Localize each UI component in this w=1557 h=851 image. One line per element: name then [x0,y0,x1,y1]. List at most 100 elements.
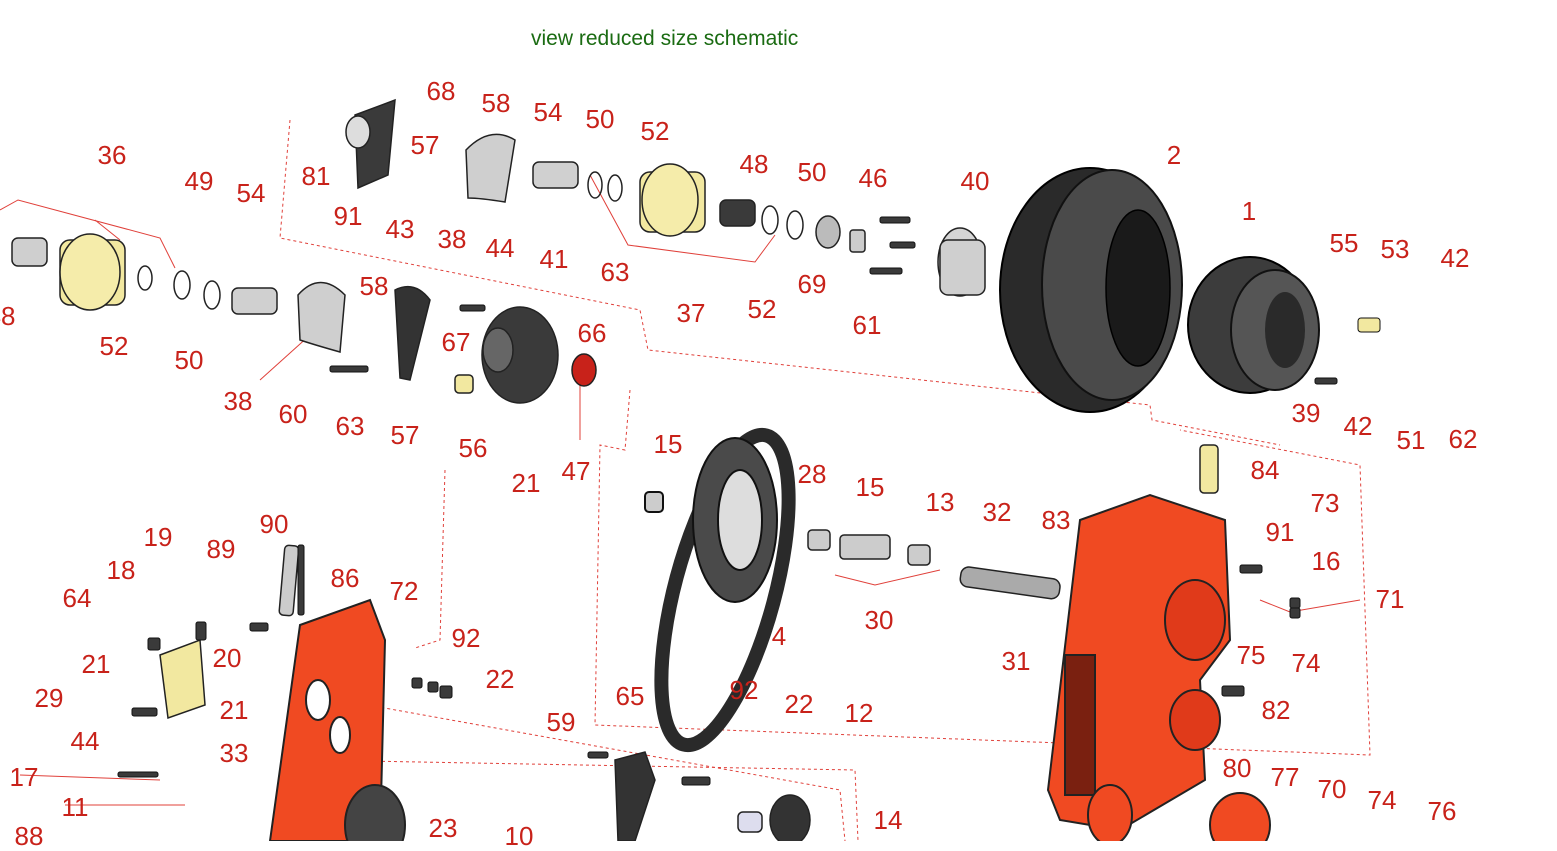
callout-number[interactable]: 52 [99,331,129,361]
callout-number[interactable]: 73 [1310,488,1340,518]
callout-number[interactable]: 54 [533,97,563,127]
callout-number[interactable]: 90 [259,509,289,539]
callout-number[interactable]: 44 [485,233,515,263]
callout-number[interactable]: 64 [62,583,92,613]
callout-number[interactable]: 61 [852,310,882,340]
callout-number[interactable]: 50 [174,345,204,375]
callout-number[interactable]: 71 [1375,584,1405,614]
callout-number[interactable]: 48 [739,149,769,179]
callout-number[interactable]: 82 [1261,695,1291,725]
callout-number[interactable]: 91 [333,201,363,231]
wheel-rim [1187,256,1320,394]
callout-number[interactable]: 68 [426,76,456,106]
callout-number[interactable]: 48 [0,301,16,331]
callout-number[interactable]: 49 [184,166,214,196]
callout-number[interactable]: 59 [546,707,576,737]
callout-number[interactable]: 33 [219,738,249,768]
callout-number[interactable]: 72 [389,576,419,606]
callout-number[interactable]: 11 [61,792,89,822]
callout-number[interactable]: 69 [797,269,827,299]
callout-number[interactable]: 12 [844,698,874,728]
callout-number[interactable]: 36 [97,140,127,170]
callout-number[interactable]: 81 [301,161,331,191]
callout-number[interactable]: 37 [676,298,706,328]
callout-number[interactable]: 60 [278,399,308,429]
callout-number[interactable]: 1 [1241,196,1257,226]
callout-number[interactable]: 52 [747,294,777,324]
callout-number[interactable]: 40 [960,166,990,196]
callout-number[interactable]: 16 [1311,546,1341,576]
callout-number[interactable]: 51 [1396,425,1426,455]
callout-number[interactable]: 58 [359,271,389,301]
callout-number[interactable]: 75 [1236,640,1266,670]
callout-number[interactable]: 39 [1291,398,1321,428]
callout-number[interactable]: 22 [784,689,814,719]
group-outline-dashes [279,119,1371,841]
callout-number[interactable]: 56 [458,433,488,463]
callout-number[interactable]: 57 [410,130,440,160]
callout-number[interactable]: 14 [873,805,903,835]
callout-number[interactable]: 13 [925,487,955,517]
callout-number[interactable]: 4 [771,621,787,651]
callout-number[interactable]: 88 [14,821,44,851]
callout-number[interactable]: 92 [451,623,481,653]
callout-number[interactable]: 63 [335,411,365,441]
callout-number[interactable]: 74 [1367,785,1397,815]
callout-number[interactable]: 84 [1250,455,1280,485]
callout-number[interactable]: 42 [1343,411,1373,441]
callout-number[interactable]: 20 [212,643,242,673]
callout-number[interactable]: 28 [797,459,827,489]
callout-number[interactable]: 31 [1001,646,1031,676]
callout-number[interactable]: 32 [982,497,1012,527]
callout-number[interactable]: 52 [640,116,670,146]
callout-number[interactable]: 58 [481,88,511,118]
callout-number[interactable]: 89 [206,534,236,564]
callout-number[interactable]: 46 [858,163,888,193]
shafts [278,529,1061,617]
callout-number[interactable]: 74 [1291,648,1321,678]
callout-number[interactable]: 38 [223,386,253,416]
callout-number[interactable]: 43 [385,214,415,244]
callout-number[interactable]: 42 [1440,243,1470,273]
callout-number[interactable]: 67 [441,327,471,357]
callout-number[interactable]: 23 [428,813,458,843]
callout-number[interactable]: 66 [577,318,607,348]
callout-number[interactable]: 65 [615,681,645,711]
callout-number[interactable]: 30 [864,605,894,635]
callout-number[interactable]: 83 [1041,505,1071,535]
callout-number[interactable]: 54 [236,178,266,208]
callout-number[interactable]: 15 [855,472,885,502]
callout-number[interactable]: 21 [511,468,541,498]
callout-number[interactable]: 44 [70,726,100,756]
callout-number[interactable]: 55 [1329,228,1359,258]
callout-number[interactable]: 19 [143,522,173,552]
callout-number[interactable]: 63 [600,257,630,287]
callout-number[interactable]: 76 [1427,796,1457,826]
callout-number[interactable]: 21 [219,695,249,725]
callout-number[interactable]: 17 [9,762,39,792]
callout-number[interactable]: 50 [585,104,615,134]
callout-number[interactable]: 50 [797,157,827,187]
callout-number[interactable]: 92 [729,675,759,705]
callout-number[interactable]: 38 [437,224,467,254]
callout-number[interactable]: 22 [485,664,515,694]
callout-number[interactable]: 70 [1317,774,1347,804]
callout-number[interactable]: 91 [1265,517,1295,547]
callout-number[interactable]: 29 [34,683,64,713]
callout-number[interactable]: 62 [1448,424,1478,454]
callout-number[interactable]: 77 [1270,762,1300,792]
callout-number[interactable]: 57 [390,420,420,450]
callout-number[interactable]: 47 [561,456,591,486]
callout-number[interactable]: 86 [330,563,360,593]
view-reduced-size-schematic-link[interactable]: view reduced size schematic [531,27,799,50]
leader-lines [0,174,1361,806]
callout-number[interactable]: 18 [106,555,136,585]
callout-number[interactable]: 21 [81,649,111,679]
callout-number[interactable]: 80 [1222,753,1252,783]
callout-number[interactable]: 2 [1166,140,1182,170]
callout-number[interactable]: 10 [504,821,534,851]
callout-number[interactable]: 53 [1380,234,1410,264]
callout-number[interactable]: 15 [653,429,683,459]
callout-number[interactable]: 41 [539,244,569,274]
